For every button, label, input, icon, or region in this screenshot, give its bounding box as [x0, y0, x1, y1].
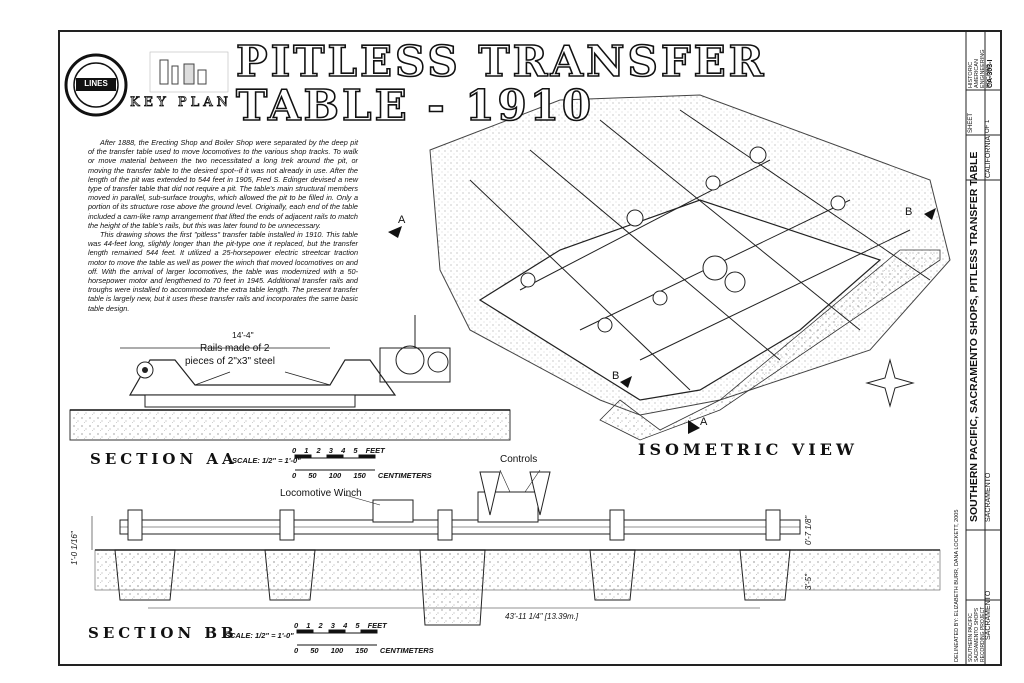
title-block-city: SACRAMENTO [985, 472, 992, 522]
description-paragraph: After 1888, the Erecting Shop and Boiler… [88, 138, 358, 230]
drawing-title: PITLESS TRANSFER TABLE - 1910 [235, 37, 767, 130]
title-line-2: TABLE - 1910 [235, 81, 595, 130]
title-block-sheet-of: OF 1 [985, 119, 991, 133]
iso-label-a-bottom: A [700, 416, 708, 428]
iso-label-b-bottom: B [612, 370, 620, 382]
title-line-1: PITLESS TRANSFER [235, 37, 767, 86]
section-aa-scale: SCALE: 1/2" = 1'-0" [232, 456, 301, 465]
section-bb-drawing [91, 469, 941, 626]
controls-label: Controls [500, 454, 538, 465]
title-block-agency: HISTORIC AMERICAN ENGINEERING RECORD [968, 49, 992, 88]
description-paragraph: This drawing shows the first "pitless" t… [88, 230, 358, 313]
title-block-state: CALIFORNIA [985, 135, 992, 178]
title-block-project-credit: SOUTHERN PACIFIC SACRAMENTO SHOPS RECORD… [968, 606, 986, 662]
title-block-delineator: DELINEATED BY: ELIZABETH BURR, DANA LOCK… [954, 509, 960, 662]
description-text: After 1888, the Erecting Shop and Boiler… [88, 138, 358, 313]
title-block-frame [965, 32, 1000, 664]
logo-text-lines: LINES [84, 79, 108, 88]
southern-pacific-logo [64, 53, 128, 117]
title-block-project: SOUTHERN PACIFIC, SACRAMENTO SHOPS, PITL… [968, 151, 980, 522]
key-plan-sketch [149, 51, 229, 93]
isometric-view-title: ISOMETRIC VIEW [638, 440, 858, 459]
rails-note-line-1: Rails made of 2 [200, 343, 270, 354]
section-bb-right-dimension-bottom: 3'-5" [804, 574, 813, 590]
iso-label-a-left: A [398, 214, 406, 226]
section-aa-dimension: 14'-4" [232, 330, 254, 340]
section-bb-left-dimension: 1'-0 1/16" [70, 531, 79, 565]
title-block-county: SACRAMENTO [985, 590, 992, 640]
section-bb-length-dimension: 43'-11 1/4" [13.39m.] [505, 612, 579, 621]
isometric-view-drawing [388, 94, 951, 441]
scale-bar-bb [296, 629, 378, 646]
section-bb-scale: SCALE: 1/2" = 1'-0" [225, 631, 294, 640]
rails-note-line-2: pieces of 2"x3" steel [185, 356, 275, 367]
sheet-border [58, 30, 1002, 666]
key-plan-label: KEY PLAN [130, 95, 233, 111]
section-bb-right-dimension-top: 0'-7 1/8" [804, 515, 813, 545]
section-bb-title: SECTION BB [88, 624, 238, 642]
section-aa-title: SECTION AA [90, 450, 238, 468]
section-bb-scale-feet: 0 1 2 3 4 5 FEET [294, 621, 387, 630]
locomotive-winch-label: Locomotive Winch [280, 488, 362, 499]
section-aa-drawing [69, 315, 511, 441]
section-aa-scale-cm: 0 50 100 150 CENTIMETERS [292, 471, 432, 480]
scale-bar-aa [294, 454, 376, 471]
title-block-sheet-label: SHEET [968, 112, 974, 133]
section-aa-scale-feet: 0 1 2 3 4 5 FEET [292, 446, 385, 455]
iso-label-b-right: B [905, 206, 913, 218]
section-bb-scale-cm: 0 50 100 150 CENTIMETERS [294, 646, 434, 655]
